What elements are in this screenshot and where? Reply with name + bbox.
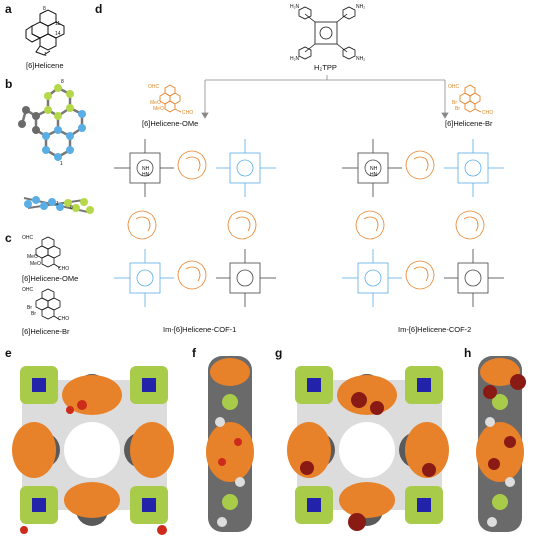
helicene-ome-monomer-icon xyxy=(159,84,182,113)
spacefill-h xyxy=(476,356,526,532)
helicene-number-1: 1 xyxy=(44,52,47,58)
helicene-br-monomer-icon xyxy=(459,84,482,113)
ome-monomer-cho: CHO xyxy=(182,110,194,116)
br-monomer-cho: CHO xyxy=(482,110,494,116)
panel-label-a: a xyxy=(5,2,12,16)
cof1-network xyxy=(114,139,276,307)
tpp-nh2-2: NH₂ xyxy=(356,4,366,10)
br-label-cho: CHO xyxy=(58,316,70,322)
panel-label-f: f xyxy=(192,346,196,360)
ballstick-top-number-1: 1 xyxy=(60,161,63,167)
h2tpp-label: H₂TPP xyxy=(314,63,337,72)
panel-label-b: b xyxy=(5,77,13,91)
helicene-number-11: 11 xyxy=(55,21,61,27)
ome-monomer-ohc: OHC xyxy=(148,84,160,90)
panel-label-d: d xyxy=(95,2,103,16)
helicene-number-14: 14 xyxy=(55,31,61,37)
cof1-hn-1: HN xyxy=(142,172,150,178)
cof2-nh-1: NH xyxy=(370,166,378,172)
br-label-br-2: Br xyxy=(31,311,36,317)
helicene-br-caption: [6]Helicene-Br xyxy=(22,327,70,336)
helicene-br-structure xyxy=(35,288,61,321)
br-monomer-br-1: Br xyxy=(452,100,457,106)
br-label-br-1: Br xyxy=(27,305,32,311)
spacefill-g xyxy=(287,366,449,531)
helicene-ome-caption: [6]Helicene-OMe xyxy=(22,274,79,283)
ome-label-meo-2: MeO xyxy=(30,261,41,267)
spacefill-e xyxy=(12,366,174,535)
panel-label-g: g xyxy=(275,346,283,360)
ome-monomer-meo-2: MeO xyxy=(153,106,164,112)
helicene-br-monomer-label: [6]Helicene-Br xyxy=(445,119,493,128)
reaction-arrows xyxy=(201,75,449,119)
ome-monomer-meo-1: MeO xyxy=(150,100,161,106)
cof1-nh-1: NH xyxy=(142,166,150,172)
panel-label-h: h xyxy=(464,346,472,360)
spacefill-f xyxy=(206,356,254,532)
ome-label-cho: CHO xyxy=(58,266,70,272)
helicene-caption: [6]Helicene xyxy=(26,61,64,70)
ome-label-ohc: OHC xyxy=(22,235,34,241)
helicene-ball-stick-top xyxy=(18,84,86,161)
helicene-ome-monomer-label: [6]Helicene-OMe xyxy=(142,119,199,128)
cof2-network xyxy=(342,139,504,307)
br-label-ohc: OHC xyxy=(22,287,34,293)
ballstick-top-number-8: 8 xyxy=(61,79,64,85)
tpp-nh2-1: H₂N xyxy=(290,4,300,10)
cof2-hn-1: HN xyxy=(370,172,378,178)
ballstick-side-number-1: 1 xyxy=(56,201,59,207)
cof1-label: Im-[6]Helicene-COF-1 xyxy=(163,325,237,334)
br-monomer-ohc: OHC xyxy=(448,84,460,90)
tpp-nh2-3: H₂N xyxy=(290,56,300,62)
panel-label-e: e xyxy=(5,346,12,360)
helicene-ome-structure xyxy=(35,236,61,269)
cof2-label: Im-[6]Helicene-COF-2 xyxy=(398,325,472,334)
br-monomer-br-2: Br xyxy=(455,106,460,112)
helicene-ball-stick-side xyxy=(23,196,94,214)
h2tpp-structure xyxy=(298,6,356,60)
helicene-number-8: 8 xyxy=(43,6,46,12)
helicene-structure-a xyxy=(25,9,65,56)
tpp-nh2-4: NH₂ xyxy=(356,56,366,62)
panel-label-c: c xyxy=(5,231,12,245)
ballstick-side-number-8: 8 xyxy=(70,205,73,211)
ome-label-meo-1: MeO xyxy=(27,254,38,260)
